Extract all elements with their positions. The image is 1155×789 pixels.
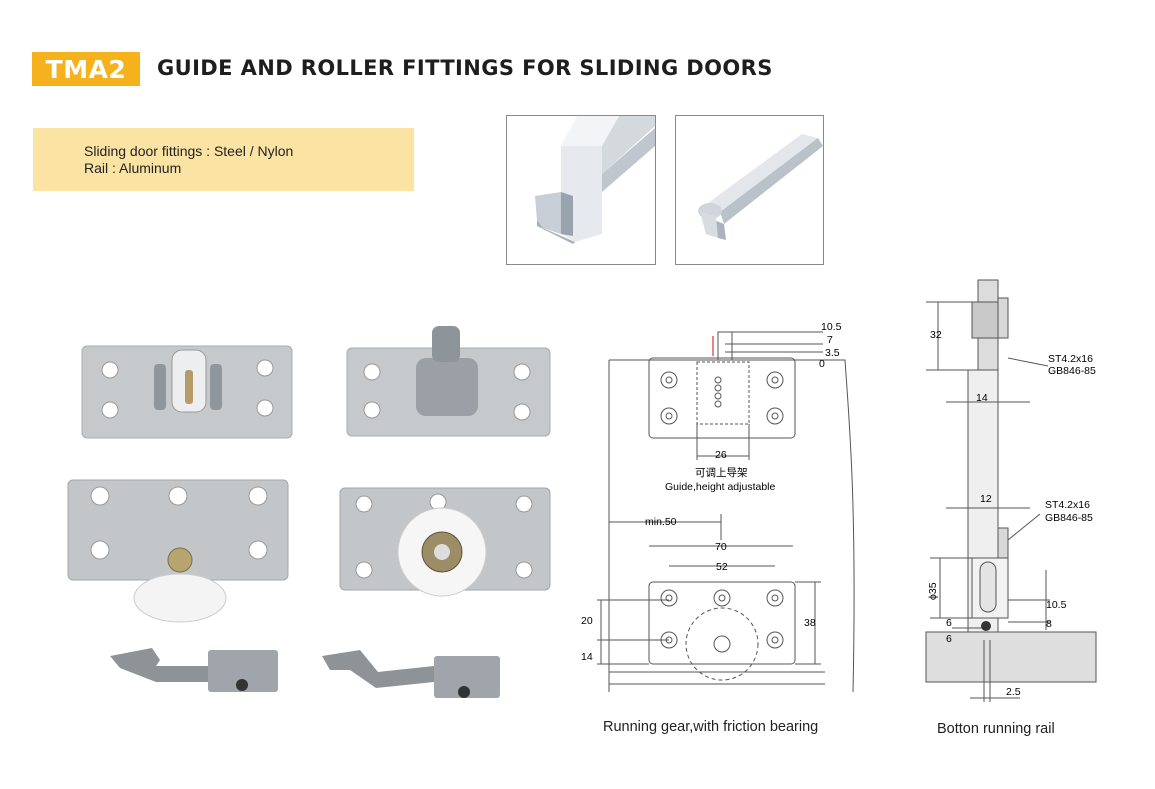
dim-0: 0 [819, 358, 825, 370]
t-profile-rail-image [698, 134, 823, 240]
roller-plate-photo-1 [67, 479, 289, 623]
dim-12: 12 [980, 493, 992, 505]
dim-52: 52 [716, 561, 728, 573]
screw-spec-2: ST4.2x16 [1045, 499, 1090, 511]
dim-70: 70 [715, 541, 727, 553]
guide-plate-photo-1 [81, 345, 293, 439]
spec-fittings-material: Sliding door fittings : Steel / Nylon [84, 143, 294, 159]
dim-14-rail: 14 [976, 392, 988, 404]
material-specs-panel: Sliding door fittings : Steel / Nylon Ra… [33, 128, 414, 191]
running-gear-caption: Running gear,with friction bearing [603, 719, 819, 735]
page-title: GUIDE AND ROLLER FITTINGS FOR SLIDING DO… [157, 56, 773, 80]
anti-jump-clip-photo-1 [110, 648, 278, 692]
dim-10-5: 10.5 [821, 321, 842, 333]
rail-bead-icon [981, 621, 991, 631]
dim-32: 32 [930, 329, 942, 341]
dim-phi-35: ϕ35 [927, 582, 939, 600]
dim-8: 8 [1046, 618, 1052, 630]
dim-7: 7 [827, 334, 833, 346]
top-rail-photo [506, 115, 656, 265]
dim-14: 14 [581, 651, 593, 663]
dim-38: 38 [804, 617, 816, 629]
screw-standard-1: GB846-85 [1048, 365, 1096, 377]
screw-spec-1: ST4.2x16 [1048, 353, 1093, 365]
dim-26: 26 [715, 449, 727, 461]
running-gear-drawing: 10.5 7 3.5 0 26 可调上导架 Guide,height adjus… [581, 321, 855, 693]
guide-plate-photo-2 [346, 326, 551, 437]
u-channel-rail-image [535, 116, 655, 244]
dim-3-5: 3.5 [825, 347, 840, 359]
dim-10-5-rail: 10.5 [1046, 599, 1067, 611]
anti-jump-clip-photo-2 [322, 650, 500, 698]
dim-2-5: 2.5 [1006, 686, 1021, 698]
bottom-rail-drawing: 32 14 12 ST4.2x16 GB846-85 ST4.2x16 GB84… [925, 279, 1097, 702]
screw-standard-2: GB846-85 [1045, 512, 1093, 524]
guide-label-cn: 可调上导架 [695, 467, 748, 479]
dim-20: 20 [581, 615, 593, 627]
bottom-rail-caption: Botton running rail [937, 721, 1055, 737]
fittings-photos [67, 326, 551, 698]
product-code-badge: TMA2 [32, 52, 140, 86]
roller-plate-photo-2 [339, 487, 551, 597]
guide-label-en: Guide,height adjustable [665, 481, 775, 493]
dim-6-lower: 6 [946, 633, 952, 645]
dim-min-50: min.50 [645, 516, 677, 528]
bottom-rail-photo [675, 115, 824, 265]
dim-6-upper: 6 [946, 617, 952, 629]
spec-rail-material: Rail : Aluminum [84, 160, 182, 176]
